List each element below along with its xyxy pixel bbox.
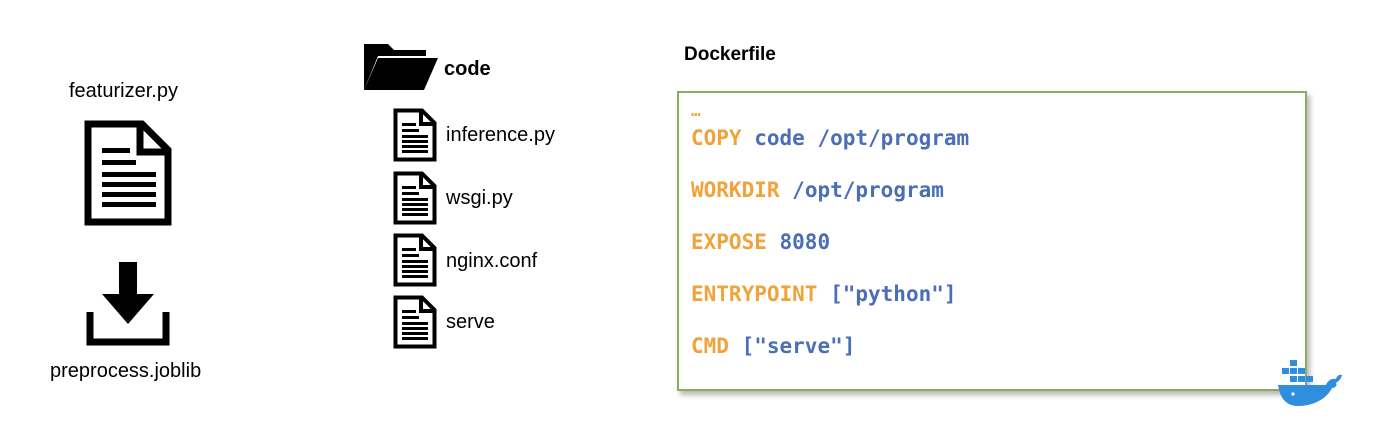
- document-icon: [84, 120, 172, 226]
- args-entrypoint: ["python"]: [830, 282, 957, 306]
- code-line-expose: EXPOSE 8080: [691, 230, 830, 254]
- file-nginx: nginx.conf: [446, 250, 538, 272]
- keyword-cmd: CMD: [691, 334, 729, 358]
- file-icon-nginx: [393, 233, 437, 287]
- code-line-copy: COPY code /opt/program: [691, 126, 969, 150]
- args-copy: code /opt/program: [754, 126, 970, 150]
- code-line-entrypoint: ENTRYPOINT ["python"]: [691, 282, 957, 306]
- keyword-entrypoint: ENTRYPOINT: [691, 282, 818, 306]
- code-line-workdir: WORKDIR /opt/program: [691, 178, 944, 202]
- code-ellipsis: …: [691, 101, 701, 120]
- preprocess-label: preprocess.joblib: [50, 360, 202, 382]
- code-line-cmd: CMD ["serve"]: [691, 334, 855, 358]
- file-inference: inference.py: [446, 124, 555, 146]
- file-serve: serve: [446, 311, 495, 333]
- folder-open-icon: [362, 42, 440, 92]
- file-icon-inference: [393, 108, 437, 162]
- keyword-workdir: WORKDIR: [691, 178, 780, 202]
- featurizer-label: featurizer.py: [69, 80, 178, 102]
- file-icon-serve: [393, 295, 437, 349]
- file-wsgi: wsgi.py: [446, 187, 513, 209]
- download-icon: [84, 262, 172, 348]
- file-icon-wsgi: [393, 171, 437, 225]
- folder-name: code: [444, 58, 491, 80]
- docker-whale-icon: [1276, 356, 1344, 408]
- args-expose: 8080: [779, 230, 831, 254]
- keyword-expose: EXPOSE: [691, 230, 767, 254]
- args-workdir: /opt/program: [792, 178, 944, 202]
- args-cmd: ["serve"]: [741, 334, 856, 358]
- dockerfile-box: … COPY code /opt/program WORKDIR /opt/pr…: [677, 91, 1307, 391]
- keyword-copy: COPY: [691, 126, 742, 150]
- dockerfile-title: Dockerfile: [684, 44, 776, 65]
